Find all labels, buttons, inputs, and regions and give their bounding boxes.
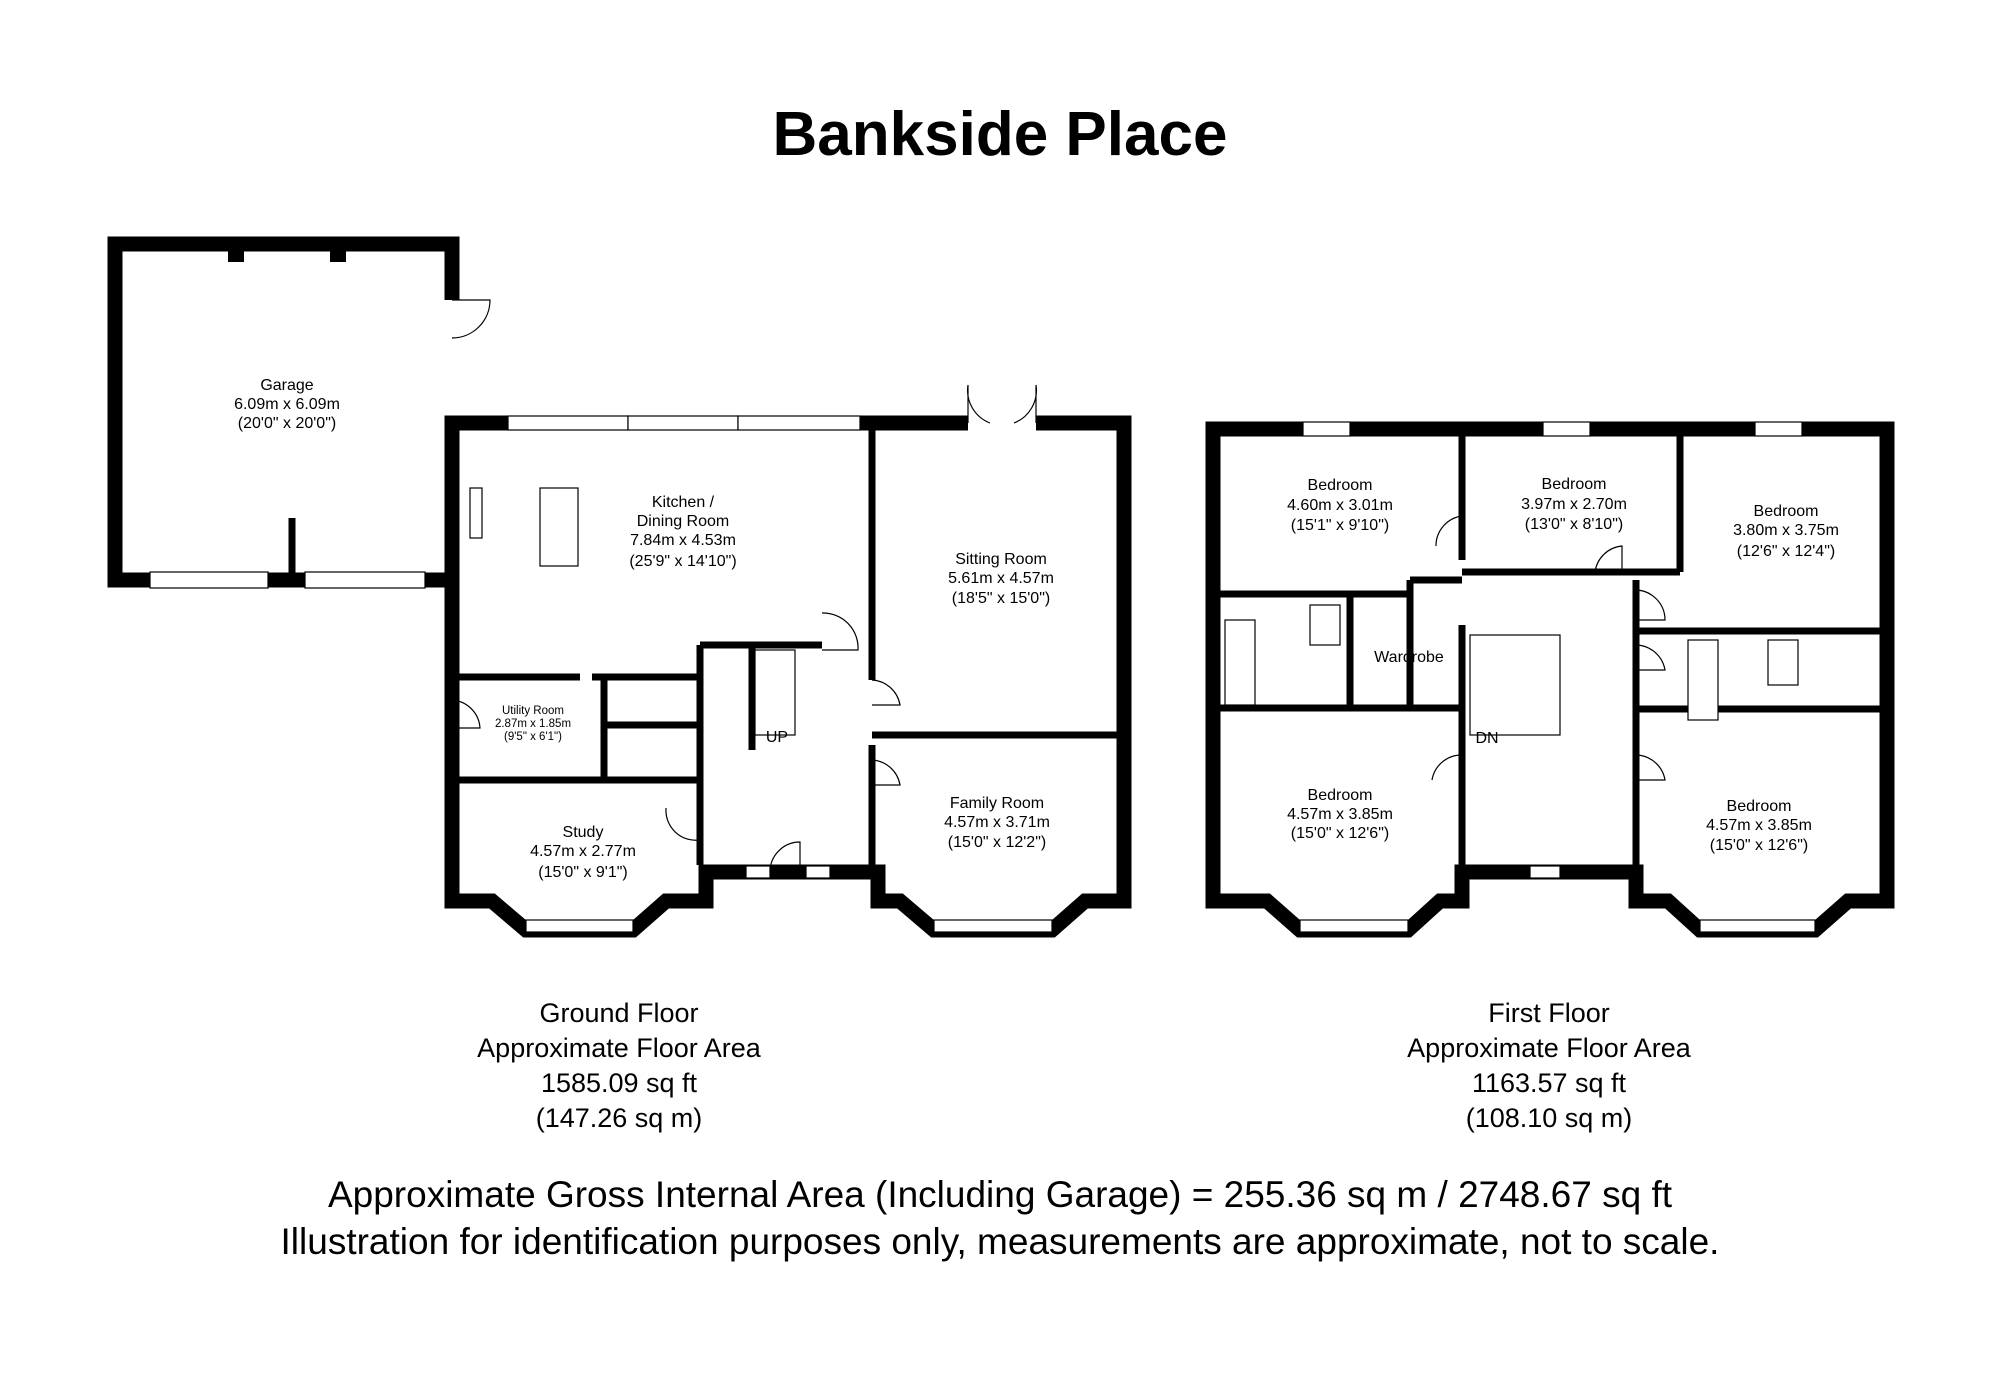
svg-text:6.09m x 6.09m: 6.09m x 6.09m [234,396,340,413]
svg-text:Approximate Floor Area: Approximate Floor Area [1407,1033,1692,1063]
svg-text:7.84m x 4.53m: 7.84m x 4.53m [630,532,736,549]
svg-text:Ground Floor: Ground Floor [539,998,698,1028]
room-label-study: Study 4.57m x 2.77m (15'0" x 9'1") [530,824,636,881]
svg-text:Bedroom: Bedroom [1754,503,1819,520]
svg-text:Bedroom: Bedroom [1542,476,1607,493]
svg-text:4.57m x 3.71m: 4.57m x 3.71m [944,814,1050,831]
page-title: Bankside Place [773,100,1228,169]
room-label-bedroom-5: Bedroom 4.57m x 3.85m (15'0" x 12'6") [1706,798,1812,854]
ground-floor-walls [444,384,1132,938]
svg-text:4.60m x 3.01m: 4.60m x 3.01m [1287,497,1393,514]
first-floor-walls [1205,421,1895,938]
svg-text:First Floor: First Floor [1488,998,1610,1028]
room-label-sitting-room: Sitting Room 5.61m x 4.57m (18'5" x 15'0… [948,551,1054,607]
svg-text:(15'1" x 9'10"): (15'1" x 9'10") [1291,517,1389,534]
svg-text:5.61m x 4.57m: 5.61m x 4.57m [948,570,1054,587]
room-label-bedroom-3: Bedroom 3.80m x 3.75m (12'6" x 12'4") [1733,503,1839,560]
room-label-utility-room: Utility Room 2.87m x 1.85m (9'5" x 6'1") [495,705,571,743]
room-label-bedroom-2: Bedroom 3.97m x 2.70m (13'0" x 8'10") [1521,476,1627,533]
svg-text:3.80m x 3.75m: 3.80m x 3.75m [1733,522,1839,539]
ground-floor-caption: Ground Floor Approximate Floor Area 1585… [477,998,762,1133]
wardrobe-label: Wardrobe [1374,649,1444,666]
first-floor-caption: First Floor Approximate Floor Area 1163.… [1407,998,1692,1133]
svg-text:(15'0" x 12'6"): (15'0" x 12'6") [1291,825,1389,842]
svg-text:Utility Room: Utility Room [502,705,564,717]
svg-text:(12'6" x 12'4"): (12'6" x 12'4") [1737,543,1835,560]
room-label-bedroom-1: Bedroom 4.60m x 3.01m (15'1" x 9'10") [1287,477,1393,534]
svg-text:Family Room: Family Room [950,795,1044,812]
stairs-down-label: DN [1475,730,1498,747]
svg-text:(9'5" x 6'1"): (9'5" x 6'1") [504,731,562,743]
svg-text:Bedroom: Bedroom [1308,787,1373,804]
svg-text:(15'0" x 12'6"): (15'0" x 12'6") [1710,837,1808,854]
svg-text:(18'5" x 15'0"): (18'5" x 15'0") [952,590,1050,607]
room-label-family-room: Family Room 4.57m x 3.71m (15'0" x 12'2"… [944,795,1050,851]
svg-text:Bedroom: Bedroom [1308,477,1373,494]
svg-text:(108.10 sq m): (108.10 sq m) [1466,1103,1633,1133]
svg-text:(147.26 sq m): (147.26 sq m) [536,1103,703,1133]
svg-text:4.57m x 3.85m: 4.57m x 3.85m [1287,806,1393,823]
svg-text:Kitchen /: Kitchen / [652,494,715,511]
svg-text:Study: Study [563,824,604,841]
svg-text:Dining Room: Dining Room [637,513,729,530]
svg-text:Garage: Garage [260,377,313,394]
room-label-kitchen: Kitchen / Dining Room 7.84m x 4.53m (25'… [629,494,736,570]
stairs-up-label: UP [766,729,788,746]
svg-text:4.57m x 2.77m: 4.57m x 2.77m [530,843,636,860]
svg-text:(15'0" x 12'2"): (15'0" x 12'2") [948,834,1046,851]
svg-text:(13'0" x 8'10"): (13'0" x 8'10") [1525,516,1623,533]
svg-text:4.57m x 3.85m: 4.57m x 3.85m [1706,817,1812,834]
svg-text:(15'0" x 9'1"): (15'0" x 9'1") [538,864,628,881]
svg-text:Bedroom: Bedroom [1727,798,1792,815]
room-label-bedroom-4: Bedroom 4.57m x 3.85m (15'0" x 12'6") [1287,787,1393,842]
svg-text:(25'9" x 14'10"): (25'9" x 14'10") [629,553,736,570]
room-label-garage: Garage 6.09m x 6.09m (20'0" x 20'0") [234,377,340,432]
svg-text:2.87m x 1.85m: 2.87m x 1.85m [495,718,571,730]
svg-text:Approximate Floor Area: Approximate Floor Area [477,1033,762,1063]
svg-text:Sitting Room: Sitting Room [955,551,1047,568]
svg-text:(20'0" x 20'0"): (20'0" x 20'0") [238,415,336,432]
svg-text:3.97m x 2.70m: 3.97m x 2.70m [1521,496,1627,513]
svg-text:1585.09 sq ft: 1585.09 sq ft [541,1068,698,1098]
svg-text:1163.57 sq ft: 1163.57 sq ft [1472,1068,1627,1098]
gross-area-text: Approximate Gross Internal Area (Includi… [328,1174,1673,1215]
disclaimer-text: Illustration for identification purposes… [281,1221,1720,1262]
